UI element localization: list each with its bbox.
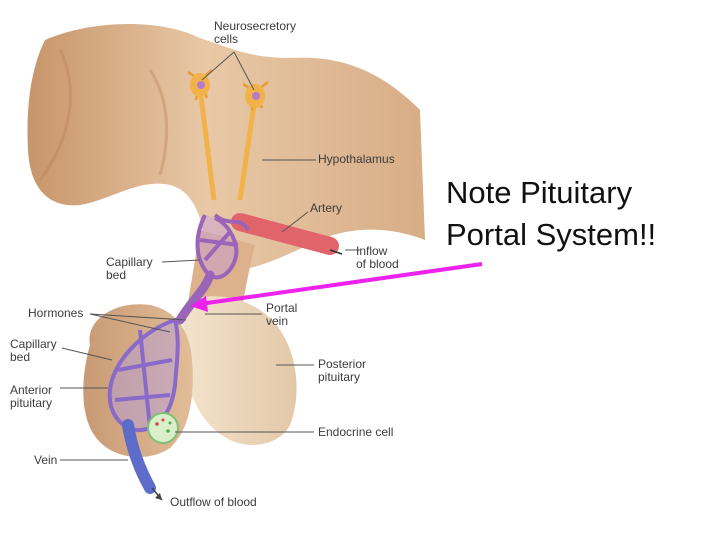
label-line: Capillary — [106, 255, 153, 269]
label-hypothalamus: Hypothalamus — [318, 152, 395, 166]
neurosecretory-neuron-right — [237, 81, 269, 201]
neurosecretory-neuron-left — [187, 69, 217, 201]
label-anterior-pituitary: Anterior pituitary — [10, 384, 52, 410]
label-line: of blood — [356, 257, 399, 271]
posterior-pituitary-shape — [182, 296, 297, 445]
label-line: Anterior — [10, 383, 53, 397]
label-neurosecretory-cells: Neurosecretory cells — [214, 20, 296, 46]
note-line: Portal System!! — [446, 217, 657, 252]
leader-capillary-upper — [161, 259, 201, 263]
label-portal-vein: Portal vein — [266, 302, 297, 328]
label-posterior-pituitary: Posterior pituitary — [318, 358, 366, 384]
label-inflow-of-blood: Inflow of blood — [356, 245, 399, 271]
label-line: pituitary — [318, 370, 361, 384]
leader-hormones — [89, 313, 187, 333]
artery — [231, 213, 339, 255]
leader-capillary-lower — [61, 347, 113, 361]
label-line: cells — [214, 32, 239, 46]
endocrine-cell — [147, 412, 179, 444]
portal-vein — [175, 270, 215, 325]
label-line: bed — [106, 268, 127, 282]
capillary-bed-upper — [195, 213, 250, 280]
label-outflow-of-blood: Outflow of blood — [170, 495, 257, 509]
outflow-vein — [122, 419, 156, 494]
label-endocrine-cell: Endocrine cell — [318, 425, 394, 439]
label-line: Posterior — [318, 357, 367, 371]
annotation-note: Note Pituitary Portal System!! — [446, 172, 656, 256]
leader-lines — [60, 51, 360, 461]
label-line: pituitary — [10, 396, 53, 410]
leader-neurosecretory — [201, 51, 255, 91]
label-hormones: Hormones — [28, 306, 84, 320]
tissue-fold — [148, 69, 168, 176]
tissue-fold — [38, 49, 72, 181]
hypothalamus-tissue — [27, 23, 425, 269]
label-line: vein — [266, 314, 289, 328]
leader-artery — [281, 211, 309, 233]
label-line: Inflow — [356, 244, 388, 258]
label-artery: Artery — [310, 201, 343, 215]
label-line: bed — [10, 350, 31, 364]
outflow-arrow — [151, 487, 163, 501]
label-vein: Vein — [34, 453, 58, 467]
label-capillary-bed-upper: Capillary bed — [106, 256, 153, 282]
note-line: Note Pituitary — [446, 175, 633, 210]
label-line: Neurosecretory — [214, 19, 297, 33]
annotation-arrow — [190, 262, 483, 312]
label-capillary-bed-lower: Capillary bed — [10, 338, 57, 364]
label-line: Portal — [266, 301, 298, 315]
label-line: Capillary — [10, 337, 57, 351]
